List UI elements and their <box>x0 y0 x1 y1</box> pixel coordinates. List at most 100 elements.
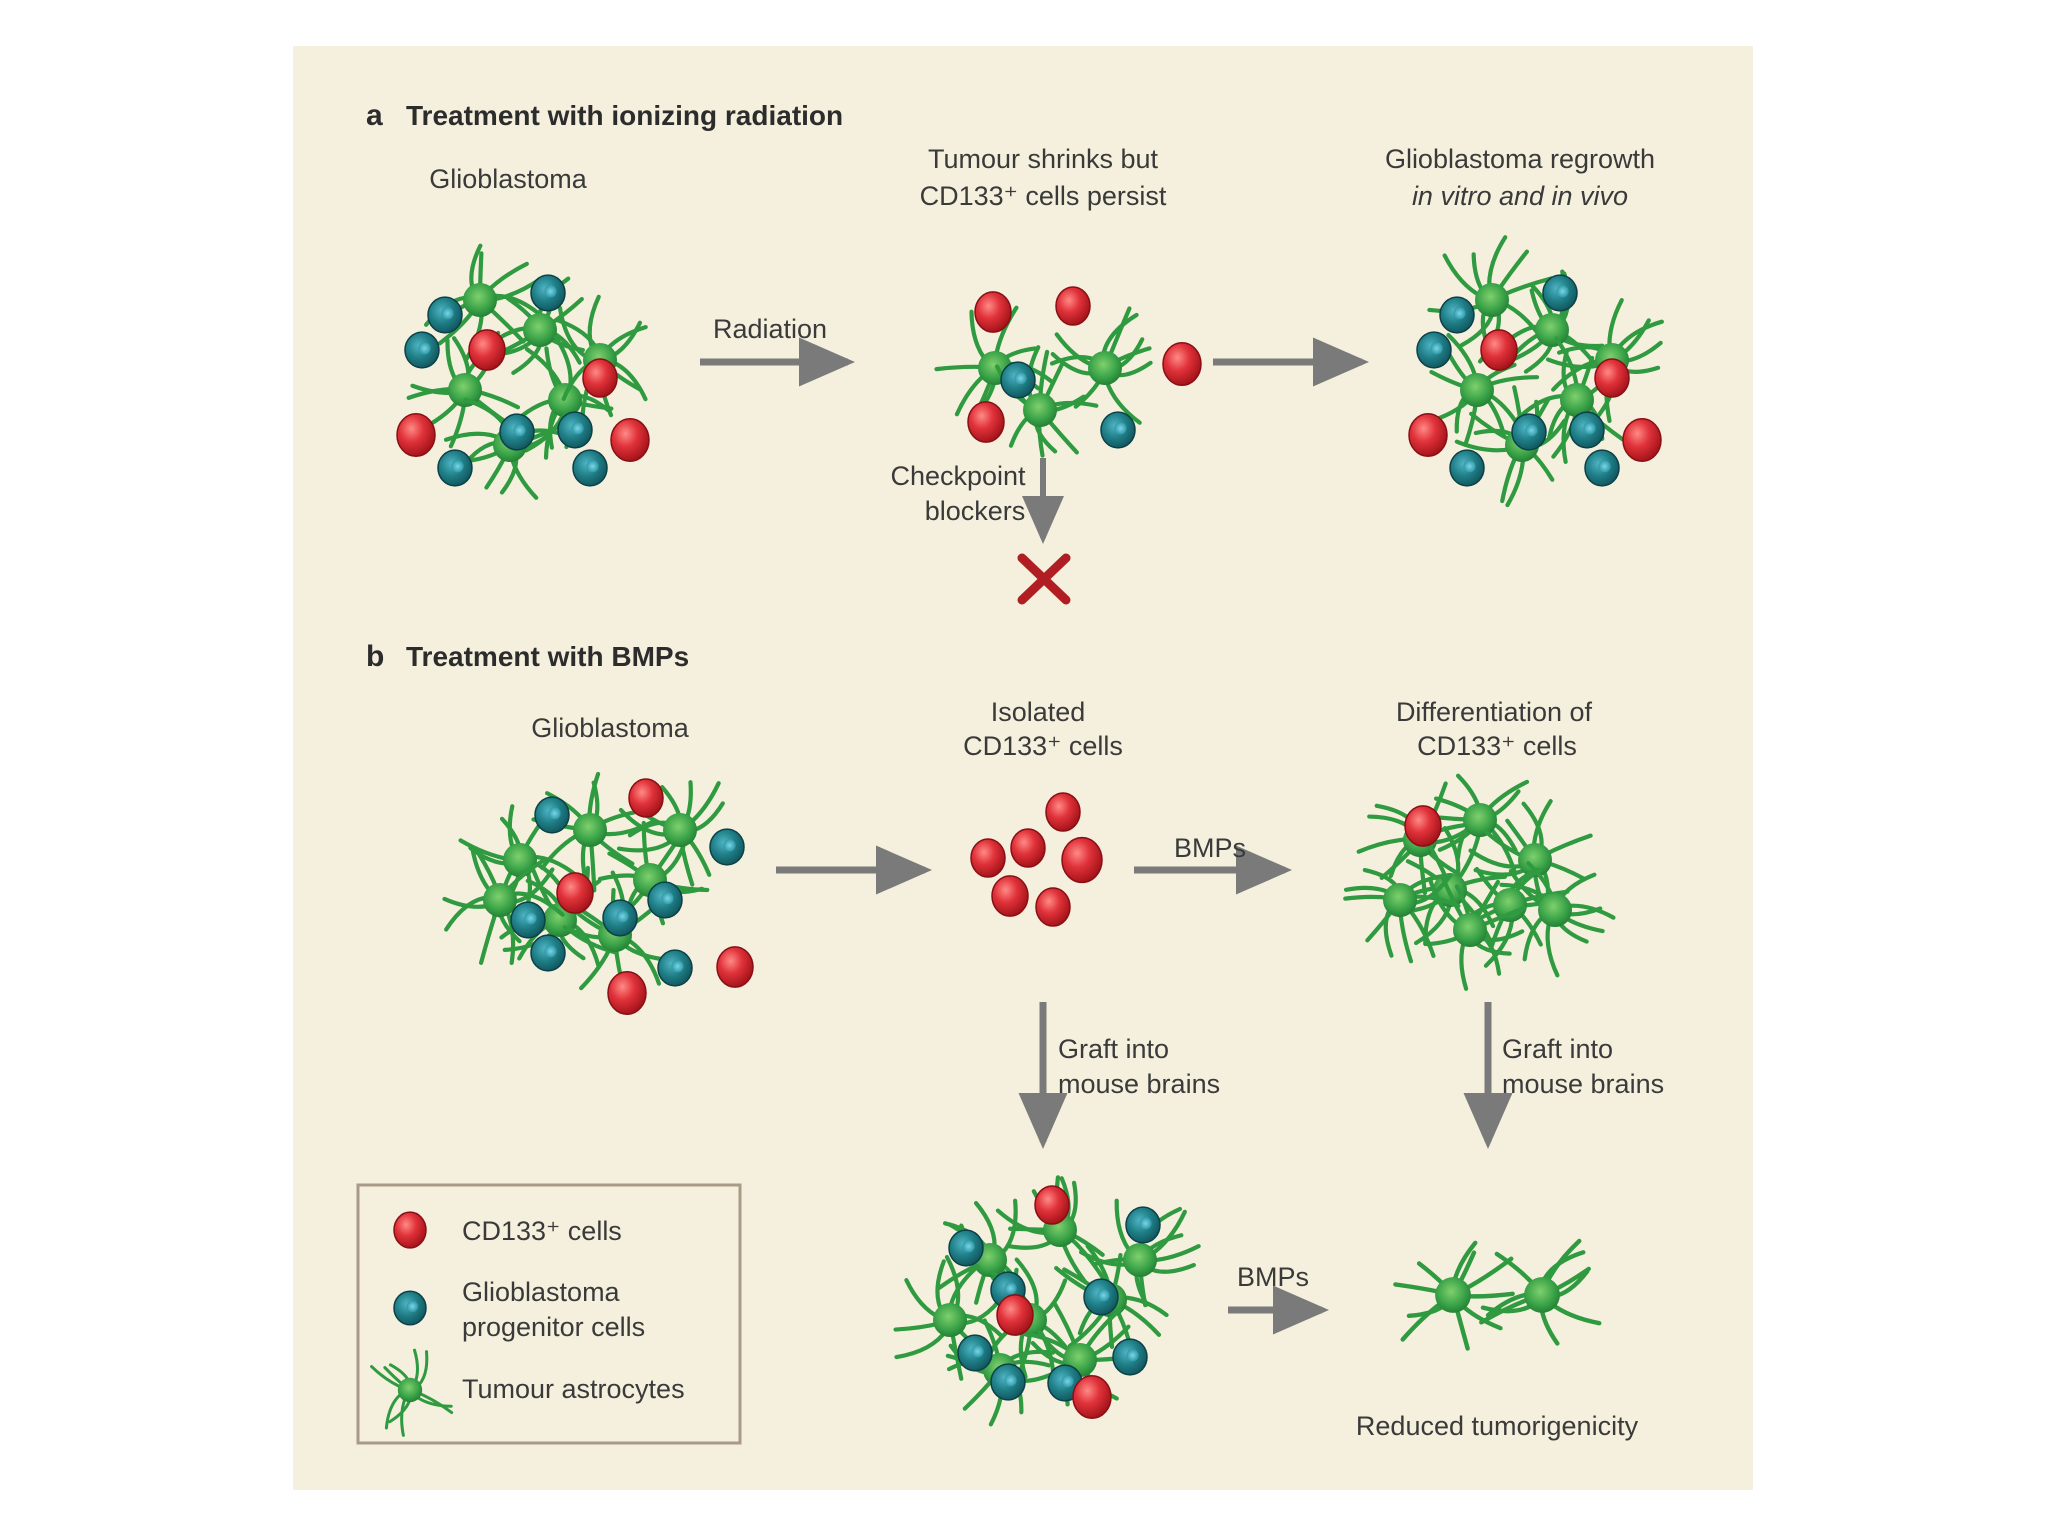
cd133-cell <box>996 1294 1034 1336</box>
label-graft2-line2: mouse brains <box>1502 1069 1664 1099</box>
astrocyte-cell <box>1513 336 1627 464</box>
label-regrowth-line1: Glioblastoma regrowth <box>1385 144 1655 174</box>
label-isolated-line1: Isolated <box>991 697 1086 727</box>
cd133-cell <box>1594 358 1630 398</box>
cd133-cell <box>967 401 1005 443</box>
progenitor-cell <box>709 828 745 866</box>
progenitor-cell <box>1542 274 1578 312</box>
cd133-cell <box>628 778 664 818</box>
cd133-cell <box>1045 792 1081 832</box>
astrocyte-cell <box>893 1254 1007 1381</box>
progenitor-cell <box>602 899 638 937</box>
progenitor-cell <box>427 296 463 334</box>
progenitor-cell <box>437 449 473 487</box>
label-reduced-tumorigenicity: Reduced tumorigenicity <box>1356 1411 1639 1441</box>
progenitor-cell <box>404 331 440 369</box>
cd133-cell <box>607 970 647 1016</box>
label-glioblastoma-b: Glioblastoma <box>531 713 690 743</box>
cd133-cell <box>716 946 754 988</box>
cd133-cell <box>582 358 618 398</box>
astrocyte-cell <box>1432 773 1530 878</box>
label-shrink-line1: Tumour shrinks but <box>928 144 1159 174</box>
progenitor-cell <box>572 449 608 487</box>
progenitor-cell <box>1100 411 1136 449</box>
legend-progenitor-line2: progenitor cells <box>462 1312 645 1342</box>
cd133-cell <box>1072 1374 1112 1420</box>
progenitor-cell <box>1584 449 1620 487</box>
cd133-cell <box>1010 828 1046 868</box>
panel-a-letter: a <box>366 99 383 132</box>
progenitor-cell <box>393 1290 427 1326</box>
progenitor-cell <box>1112 1338 1148 1376</box>
legend-progenitor-line1: Glioblastoma <box>462 1277 621 1307</box>
progenitor-cell <box>1449 449 1485 487</box>
progenitor-cell <box>647 881 683 919</box>
progenitor-cell <box>1125 1206 1161 1244</box>
cd133-cell <box>1622 417 1662 463</box>
astrocyte-cell <box>616 780 725 887</box>
astrocyte-cell <box>1479 1238 1602 1346</box>
cd133-cell <box>1408 412 1448 458</box>
cd133-cell <box>1480 329 1518 371</box>
label-graft-line1: Graft into <box>1058 1034 1169 1064</box>
cd133-cell <box>1055 286 1091 326</box>
cd133-cell <box>1404 805 1442 847</box>
label-checkpoint-line1: Checkpoint <box>890 461 1026 491</box>
panel-b-letter: b <box>366 640 384 673</box>
progenitor-cell <box>957 1334 993 1372</box>
label-graft2-line1: Graft into <box>1502 1034 1613 1064</box>
label-radiation: Radiation <box>713 314 827 344</box>
legend-cd133-label: CD133⁺ cells <box>462 1216 622 1246</box>
astrocyte-cell <box>1425 874 1526 991</box>
cd133-cell <box>610 417 650 463</box>
label-checkpoint-line2: blockers <box>925 496 1026 526</box>
astrocyte-cell <box>1049 306 1153 425</box>
cd133-cell <box>396 412 436 458</box>
panel-b-title: Treatment with BMPs <box>406 641 689 672</box>
cell-illustrations <box>370 235 1664 1437</box>
label-differentiation-line1: Differentiation of <box>1396 697 1593 727</box>
legend-astrocytes-label: Tumour astrocytes <box>462 1374 685 1404</box>
cd133-cell <box>1061 836 1103 884</box>
progenitor-cell <box>1000 361 1036 399</box>
progenitor-cell <box>990 1363 1026 1401</box>
label-shrink-line2: CD133⁺ cells persist <box>920 181 1167 211</box>
progenitor-cell <box>530 934 566 972</box>
progenitor-cell <box>499 413 535 451</box>
astrocyte-cell <box>1499 861 1616 978</box>
label-differentiation-line2: CD133⁺ cells <box>1417 731 1577 761</box>
cd133-cell <box>468 329 506 371</box>
progenitor-cell <box>1083 1278 1119 1316</box>
label-isolated-line2: CD133⁺ cells <box>963 731 1123 761</box>
progenitor-cell <box>657 949 693 987</box>
panel-a-title: Treatment with ionizing radiation <box>406 100 843 131</box>
cd133-cell <box>393 1211 427 1249</box>
progenitor-cell <box>1416 331 1452 369</box>
cd133-cell <box>1034 1185 1070 1225</box>
label-bmps-bottom: BMPs <box>1237 1262 1309 1292</box>
astrocyte-cell <box>442 847 565 966</box>
cd133-cell <box>1035 887 1071 927</box>
label-graft-line2: mouse brains <box>1058 1069 1220 1099</box>
astrocyte-cell <box>1343 867 1461 964</box>
astrocyte-cell <box>1468 798 1593 918</box>
label-glioblastoma-a: Glioblastoma <box>429 164 588 194</box>
progenitor-cell <box>1569 411 1605 449</box>
label-regrowth-line2: in vitro and in vivo <box>1412 181 1628 211</box>
cd133-cell <box>974 291 1012 333</box>
cross-icon <box>1017 553 1071 605</box>
progenitor-cell <box>510 901 546 939</box>
cd133-cell <box>556 872 594 914</box>
label-bmps-top: BMPs <box>1174 833 1246 863</box>
astrocyte-cell <box>370 1348 454 1437</box>
progenitor-cell <box>557 411 593 449</box>
progenitor-cell <box>1439 296 1475 334</box>
cd133-cell <box>970 838 1006 878</box>
progenitor-cell <box>948 1229 984 1267</box>
progenitor-cell <box>534 796 570 834</box>
cd133-cell <box>991 875 1029 917</box>
cd133-cell <box>1162 341 1202 387</box>
progenitor-cell <box>530 274 566 312</box>
progenitor-cell <box>1511 413 1547 451</box>
